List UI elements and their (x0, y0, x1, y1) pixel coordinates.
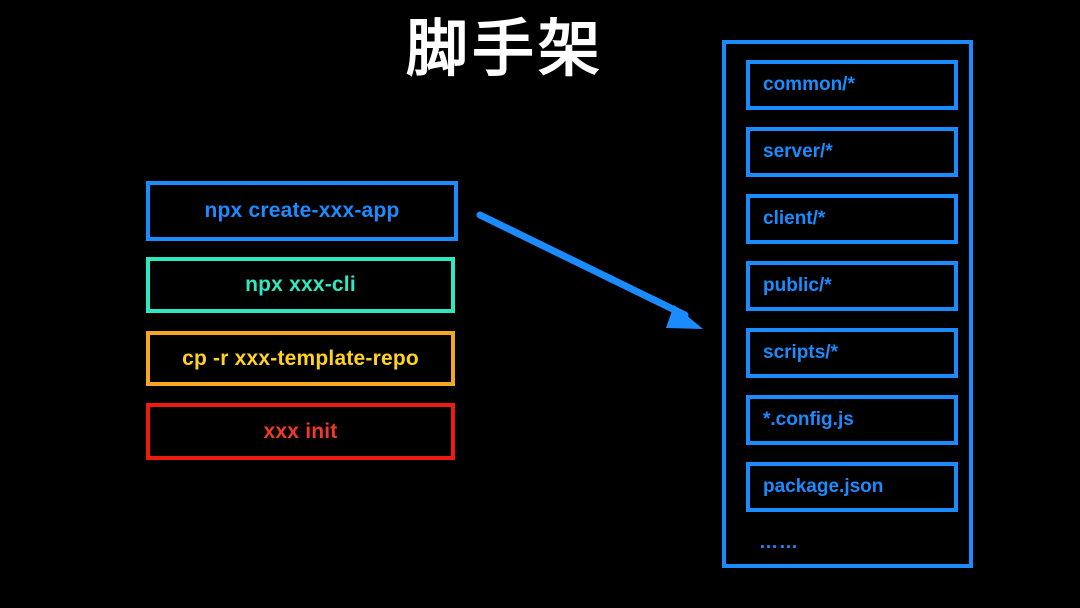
dir-item-label: common/* (763, 74, 855, 95)
dir-item-label: server/* (763, 141, 833, 162)
generated-project-structure: common/* server/* client/* public/* scri… (722, 40, 973, 568)
ellipsis-label: …… (759, 532, 799, 553)
dir-item-scripts: scripts/* (746, 328, 958, 378)
dir-item-common: common/* (746, 60, 958, 110)
dir-item-server: server/* (746, 127, 958, 177)
dir-item-label: public/* (763, 275, 832, 296)
dir-item-label: *.config.js (763, 409, 854, 430)
dir-item-label: scripts/* (763, 342, 838, 363)
dir-item-client: client/* (746, 194, 958, 244)
cmd-label: npx create-xxx-app (204, 199, 400, 222)
dir-item-package-json: package.json (746, 462, 958, 512)
flow-arrow-icon (476, 211, 703, 329)
dir-item-ellipsis: …… (746, 528, 971, 558)
cmd-npx-create-xxx-app: npx create-xxx-app (146, 181, 458, 241)
cmd-label: npx xxx-cli (245, 273, 356, 296)
dir-item-config-js: *.config.js (746, 395, 958, 445)
dir-item-label: package.json (763, 476, 884, 497)
dir-item-label: client/* (763, 208, 826, 229)
cmd-xxx-init: xxx init (146, 403, 455, 460)
cmd-label: cp -r xxx-template-repo (182, 346, 419, 370)
cmd-cp-template-repo: cp -r xxx-template-repo (146, 331, 455, 386)
cmd-npx-xxx-cli: npx xxx-cli (146, 257, 455, 313)
dir-item-public: public/* (746, 261, 958, 311)
page-title: 脚手架 (405, 12, 604, 85)
cmd-label: xxx init (263, 419, 338, 443)
